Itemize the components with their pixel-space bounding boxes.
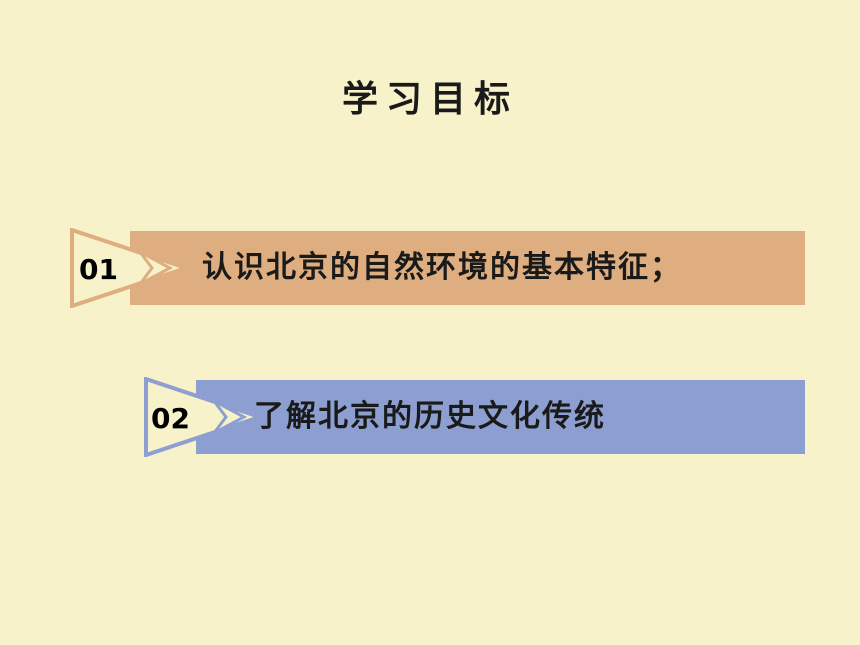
goal-number-02: 02 bbox=[151, 402, 190, 435]
goal-text-02: 了解北京的历史文化传统 bbox=[254, 399, 606, 434]
goal-marker-01: 01 bbox=[70, 228, 190, 308]
page-title: 学习目标 bbox=[341, 78, 518, 120]
goal-number-01: 01 bbox=[79, 253, 118, 286]
goal-marker-02: 02 bbox=[144, 377, 264, 457]
triangle-marker-icon bbox=[144, 377, 264, 457]
goal-text-01: 认识北京的自然环境的基本特征； bbox=[202, 250, 682, 285]
triangle-marker-icon bbox=[70, 228, 190, 308]
goal-bar-01: 认识北京的自然环境的基本特征； bbox=[130, 231, 805, 305]
goal-bar-02: 了解北京的历史文化传统 bbox=[196, 380, 805, 454]
